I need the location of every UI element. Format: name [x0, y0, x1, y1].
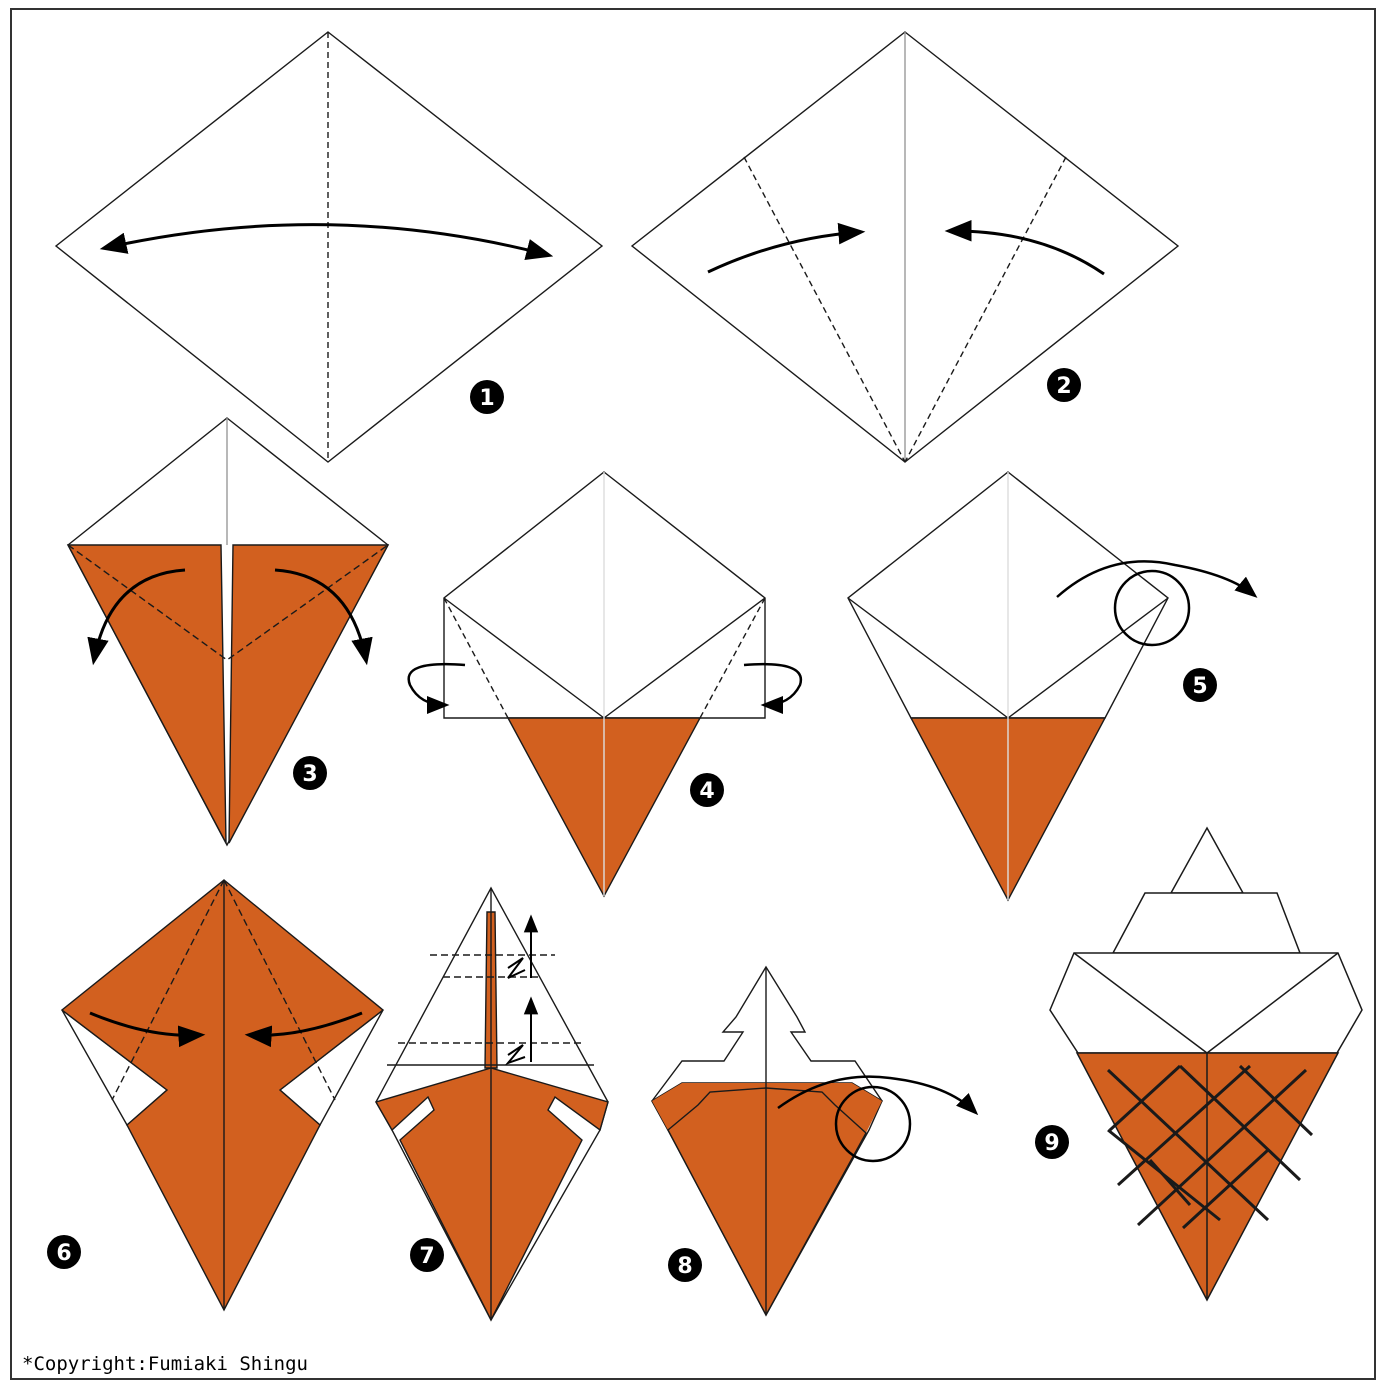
step-3-diagram	[66, 417, 390, 847]
step-4-diagram	[407, 471, 803, 898]
svg-text:6: 6	[56, 1241, 71, 1266]
step-6-number: 6	[47, 1235, 81, 1269]
step-8-number: 8	[668, 1248, 702, 1282]
step-2-number: 2	[1047, 368, 1081, 402]
svg-text:1: 1	[479, 386, 494, 411]
svg-text:5: 5	[1192, 674, 1207, 699]
svg-text:9: 9	[1044, 1131, 1059, 1156]
step-9-number: 9	[1035, 1125, 1069, 1159]
svg-text:2: 2	[1056, 374, 1071, 399]
step-2-diagram	[630, 31, 1180, 463]
step-3-number: 3	[293, 756, 327, 790]
step-7-diagram	[374, 886, 609, 1322]
svg-text:8: 8	[677, 1254, 692, 1279]
copyright-notice: *Copyright:Fumiaki Shingu	[22, 1353, 308, 1375]
step-1-diagram	[54, 31, 604, 463]
step-6-diagram	[60, 879, 385, 1312]
step-8-diagram	[651, 965, 979, 1317]
diagram-frame	[10, 8, 1376, 1380]
step-4-number: 4	[690, 773, 724, 807]
svg-text:3: 3	[302, 762, 317, 787]
step-9-diagram	[1049, 826, 1363, 1302]
step-5-diagram	[847, 471, 1258, 902]
step-7-number: 7	[410, 1238, 444, 1272]
waffle-pattern	[1106, 1064, 1314, 1230]
step-1-number: 1	[470, 380, 504, 414]
svg-text:4: 4	[699, 779, 714, 804]
svg-text:7: 7	[419, 1244, 434, 1269]
step-5-number: 5	[1183, 668, 1217, 702]
